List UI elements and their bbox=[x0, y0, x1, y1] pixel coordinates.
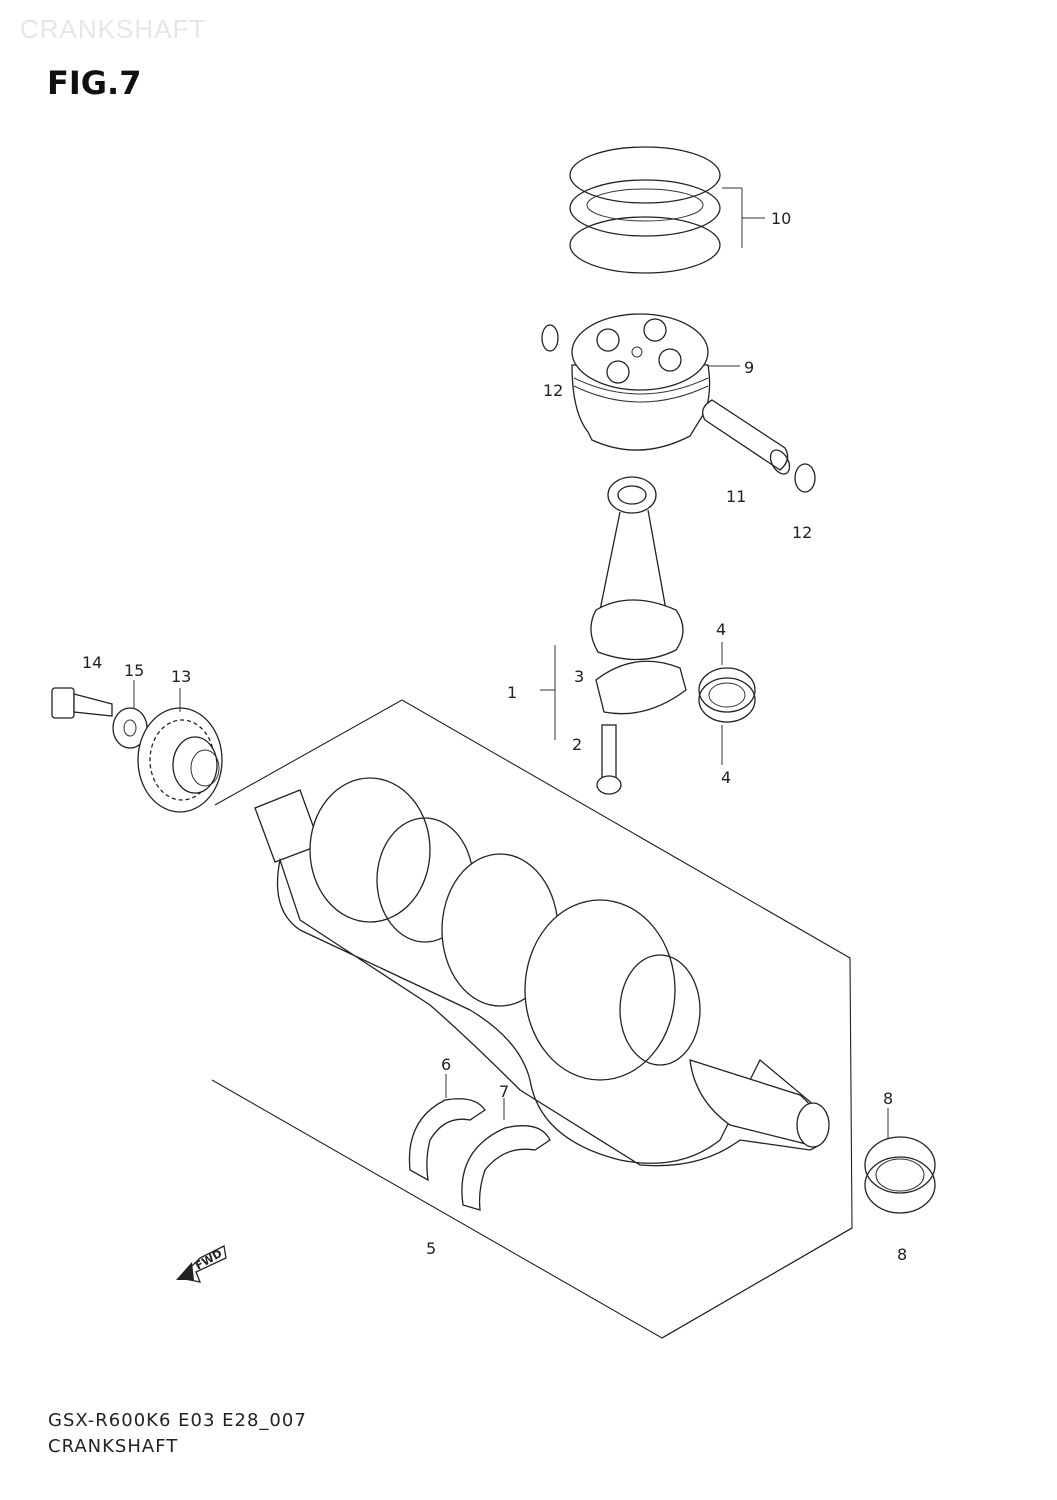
crank-gear bbox=[137, 688, 223, 813]
main-bearing bbox=[864, 1108, 936, 1214]
callout-3: 3 bbox=[574, 667, 584, 686]
callout-8-top: 8 bbox=[883, 1089, 893, 1108]
callout-6: 6 bbox=[441, 1055, 451, 1074]
rod-bolt bbox=[596, 724, 622, 795]
fwd-arrow-icon: FWD bbox=[176, 1245, 227, 1283]
thrust-bearing-6 bbox=[408, 1074, 486, 1182]
diagram-name: CRANKSHAFT bbox=[48, 1436, 179, 1457]
callout-9: 9 bbox=[744, 358, 754, 377]
callout-14: 14 bbox=[82, 653, 102, 672]
crank-bolt bbox=[51, 687, 113, 719]
thrust-bearing-7 bbox=[461, 1098, 551, 1211]
callout-8-bottom: 8 bbox=[897, 1245, 907, 1264]
crankshaft bbox=[254, 777, 830, 1167]
callout-5: 5 bbox=[426, 1239, 436, 1258]
conrod-bearing bbox=[698, 642, 756, 765]
circlip-right bbox=[794, 463, 816, 493]
callout-12-right: 12 bbox=[792, 523, 812, 542]
callout-11: 11 bbox=[726, 487, 746, 506]
piston bbox=[571, 313, 740, 451]
crankshaft-assembly-frame bbox=[211, 699, 853, 1339]
callout-4-top: 4 bbox=[716, 620, 726, 639]
diagram-code: GSX-R600K6 E03 E28_007 bbox=[48, 1410, 307, 1431]
callout-2: 2 bbox=[572, 735, 582, 754]
piston-pin bbox=[702, 399, 791, 475]
callout-7: 7 bbox=[499, 1082, 509, 1101]
callout-4-bottom: 4 bbox=[721, 768, 731, 787]
fwd-label: FWD bbox=[193, 1247, 224, 1273]
connecting-rod bbox=[540, 476, 687, 740]
figure-number: FIG.7 bbox=[47, 64, 142, 102]
circlip-left bbox=[541, 324, 559, 352]
callout-13: 13 bbox=[171, 667, 191, 686]
watermark-title: CRANKSHAFT bbox=[20, 14, 207, 44]
piston-rings bbox=[569, 146, 765, 274]
callout-15: 15 bbox=[124, 661, 144, 680]
callout-10: 10 bbox=[771, 209, 791, 228]
callout-12-left: 12 bbox=[543, 381, 563, 400]
callout-1: 1 bbox=[507, 683, 517, 702]
